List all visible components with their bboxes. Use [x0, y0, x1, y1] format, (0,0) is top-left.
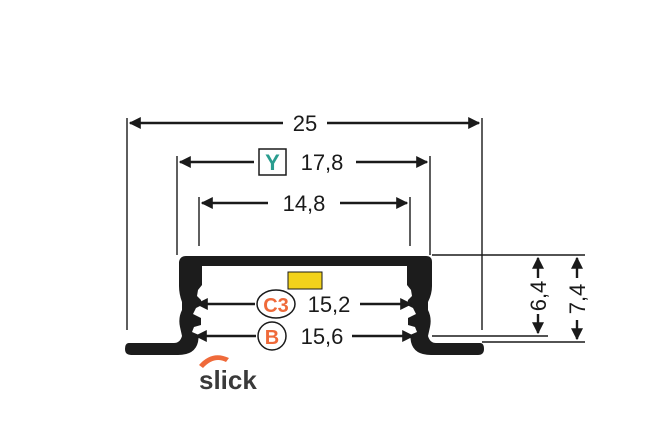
extension-lines: [126, 118, 585, 343]
dimension-height-inner: 6,4: [526, 256, 551, 335]
b-badge-circle: [257, 321, 287, 351]
label-height-outer: 7,4: [565, 284, 590, 315]
dimension-height-outer: 7,4: [565, 256, 590, 341]
label-overall-width: 25: [293, 111, 317, 136]
led-strip: [287, 271, 323, 290]
dimension-y-width: Y 17,8: [178, 148, 429, 176]
y-badge-box: [258, 148, 287, 176]
c3-badge-label: C3: [263, 295, 289, 317]
slick-logo: slick: [199, 355, 257, 395]
label-c3-width: 15,2: [308, 292, 351, 317]
logo-swoosh-icon: [199, 355, 229, 368]
label-height-inner: 6,4: [526, 281, 551, 312]
dimension-b-width: B 15,6: [194, 321, 415, 351]
y-badge-label: Y: [265, 150, 280, 175]
label-y-width: 17,8: [301, 150, 344, 175]
c3-badge-circle: [256, 289, 296, 319]
label-inner-width: 14,8: [283, 191, 326, 216]
dimension-overall-width: 25: [128, 111, 481, 136]
label-b-width: 15,6: [301, 324, 344, 349]
inner-channel: [202, 266, 407, 271]
logo-text: slick: [199, 365, 257, 395]
dimension-inner-width: 14,8: [200, 191, 409, 216]
b-badge-label: B: [265, 327, 279, 349]
dimension-c3-width: C3 15,2: [195, 289, 413, 319]
